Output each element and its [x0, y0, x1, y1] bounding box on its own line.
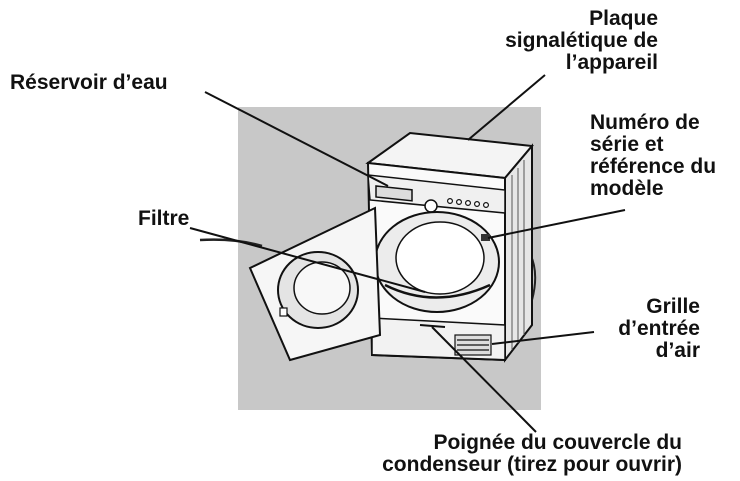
- leader-poignee: [431, 326, 537, 433]
- filter-rim: [384, 283, 491, 299]
- label-reservoir-eau: Réservoir d’eau: [10, 71, 168, 94]
- leader-filtre: [189, 227, 426, 293]
- label-numero-serie: Numéro de série et référence du modèle: [590, 111, 717, 200]
- drum-inner: [395, 221, 485, 295]
- condenser-handle: [419, 324, 446, 328]
- label-plaque-signaletique: Plaque signalétique de l’appareil: [505, 7, 658, 74]
- air-inlet-grille: [454, 334, 492, 356]
- water-reservoir-drawer: [375, 185, 413, 202]
- leader-grille: [491, 331, 595, 345]
- control-knob: [424, 199, 438, 213]
- leader-numero: [487, 209, 626, 239]
- leader-plaque: [467, 74, 546, 141]
- door-porthole-inner: [293, 261, 351, 315]
- door-latch: [279, 307, 288, 317]
- leader-reservoir: [204, 91, 389, 187]
- label-grille-entree-air: Grille d’entrée d’air: [618, 295, 700, 362]
- label-poignee-condenseur: Poignée du couvercle du condenseur (tire…: [382, 431, 682, 476]
- label-filtre: Filtre: [138, 207, 190, 230]
- serial-plate: [481, 234, 490, 241]
